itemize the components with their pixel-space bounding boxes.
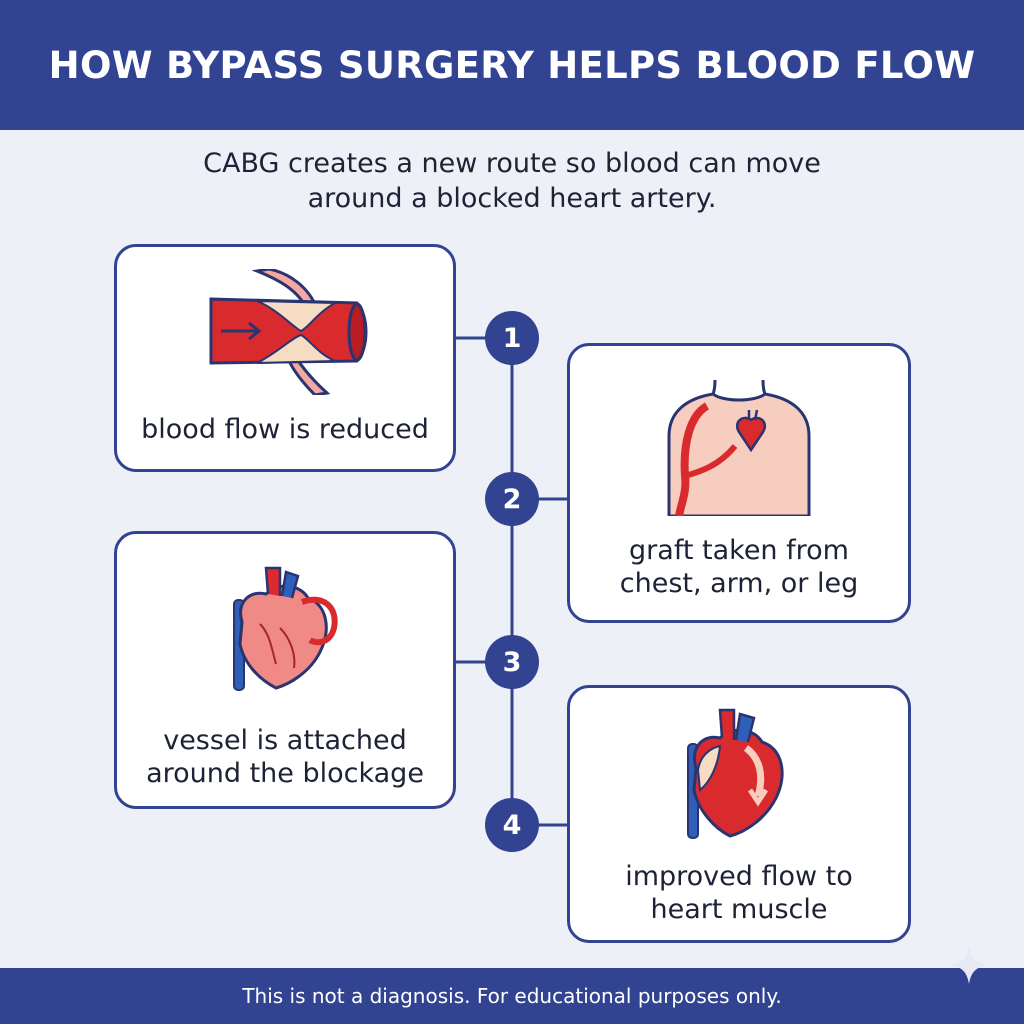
- footer-bar: This is not a diagnosis. For educational…: [0, 968, 1024, 1024]
- step-number-4: 4: [485, 798, 539, 852]
- step-2-label-line-1: graft taken from: [629, 535, 849, 566]
- step-4-label-line-1: improved flow to: [625, 861, 853, 892]
- step-number-1: 1: [485, 311, 539, 365]
- subtitle: CABG creates a new route so blood can mo…: [112, 146, 912, 216]
- heart-flow-icon: [687, 708, 784, 839]
- step-2-label-line-2: chest, arm, or leg: [619, 568, 859, 599]
- step-4-label-line-2: heart muscle: [650, 894, 828, 925]
- subtitle-line-2: around a blocked heart artery.: [307, 183, 717, 214]
- page-title: HOW BYPASS SURGERY HELPS BLOOD FLOW: [48, 43, 976, 87]
- step-3-label-line-1: vessel is attached: [163, 725, 407, 756]
- disclaimer-text: This is not a diagnosis. For educational…: [242, 984, 782, 1008]
- narrowed-artery-icon: [209, 269, 368, 395]
- header-bar: HOW BYPASS SURGERY HELPS BLOOD FLOW: [0, 0, 1024, 130]
- sparkle-icon: [950, 946, 988, 984]
- step-card-3: vessel is attached around the blockage: [114, 531, 456, 809]
- step-4-label: improved flow to heart muscle: [570, 860, 908, 926]
- step-number-2: 2: [485, 472, 539, 526]
- step-number-3: 3: [485, 635, 539, 689]
- step-3-label: vessel is attached around the blockage: [117, 724, 453, 790]
- step-3-label-line-2: around the blockage: [146, 758, 424, 789]
- step-2-label: graft taken from chest, arm, or leg: [570, 534, 908, 600]
- torso-graft-icon: [667, 379, 811, 516]
- step-card-1: blood flow is reduced: [114, 244, 456, 472]
- subtitle-line-1: CABG creates a new route so blood can mo…: [203, 148, 821, 179]
- heart-bypass-icon: [233, 566, 338, 691]
- step-1-label: blood flow is reduced: [141, 414, 429, 445]
- step-card-2: graft taken from chest, arm, or leg: [567, 343, 911, 623]
- step-card-4: improved flow to heart muscle: [567, 685, 911, 943]
